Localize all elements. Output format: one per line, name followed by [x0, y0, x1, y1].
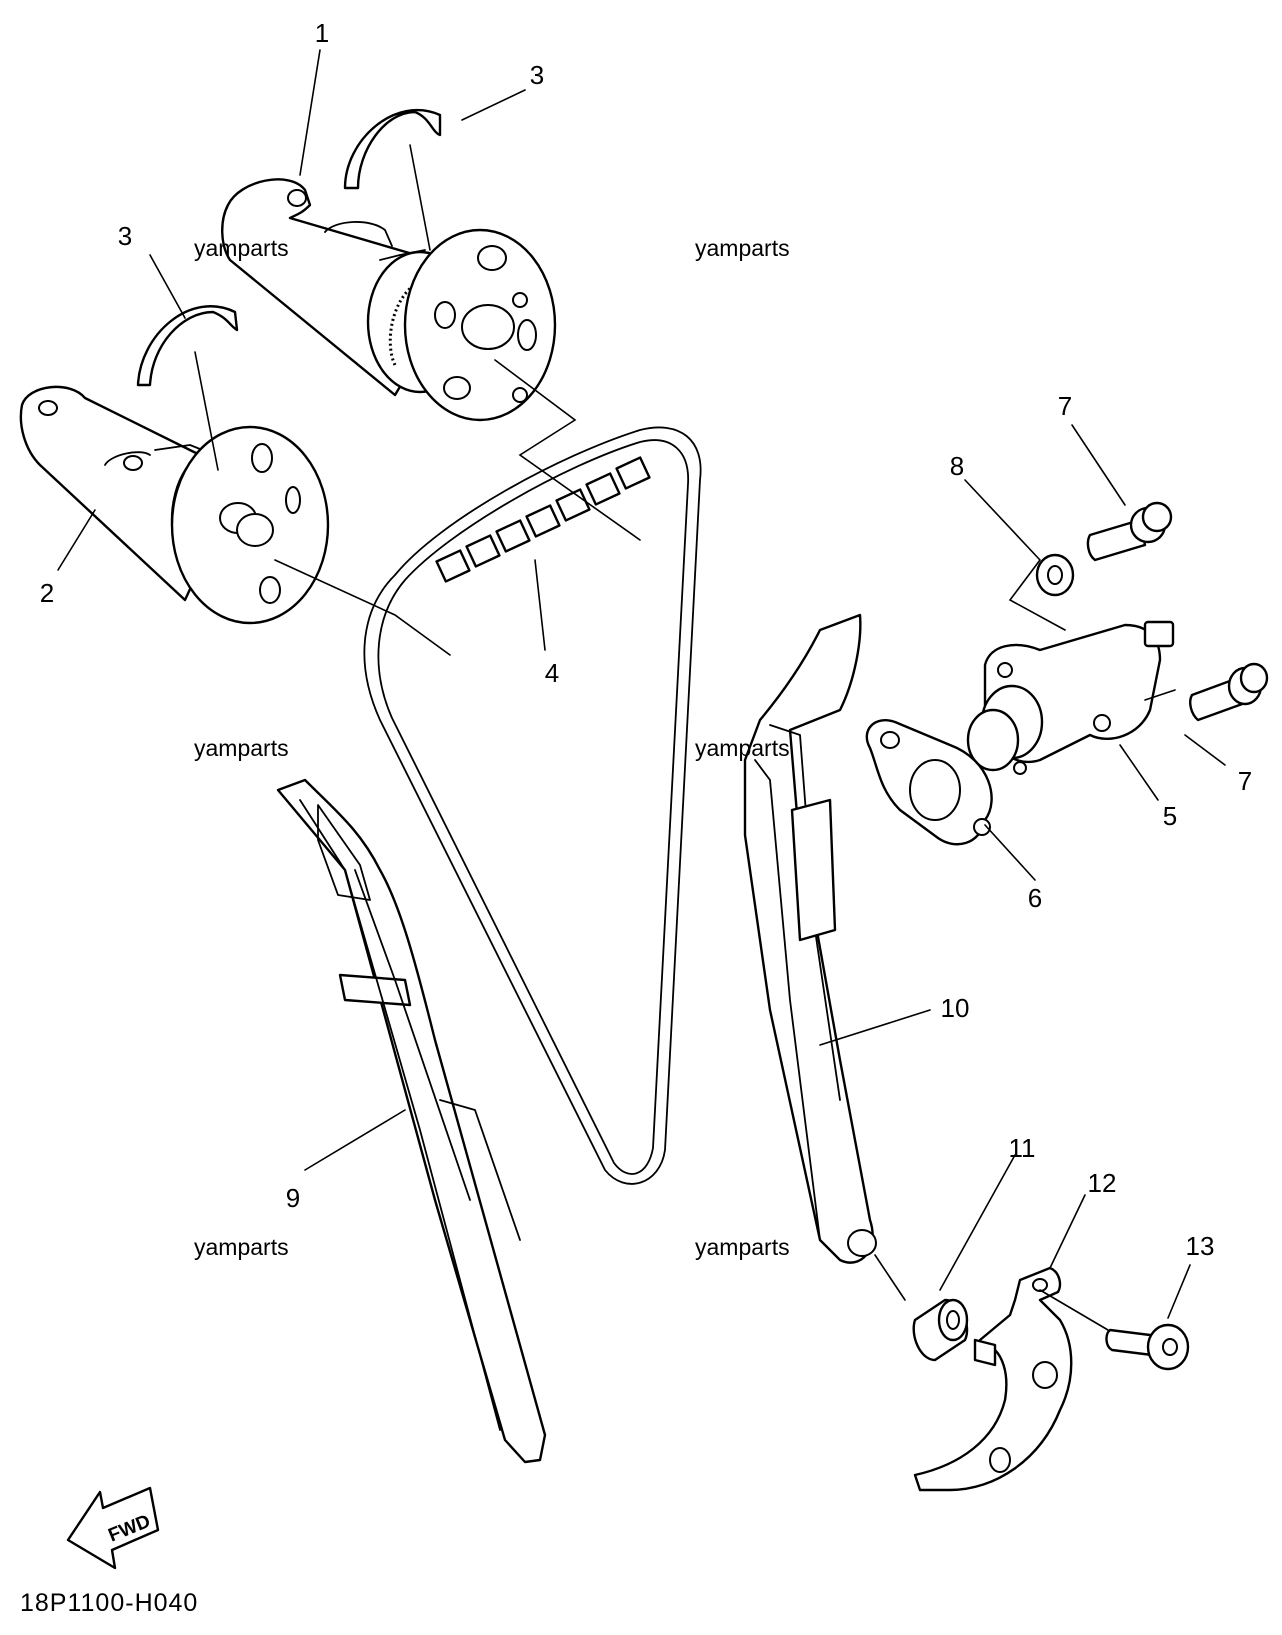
- fwd-arrow-icon: FWD: [66, 1486, 160, 1570]
- leader-lines: [57, 49, 1226, 1331]
- part-12-stopper[interactable]: [913, 1266, 1073, 1492]
- callout-7-lower[interactable]: 7: [1238, 766, 1252, 796]
- watermark-2: yamparts: [695, 235, 790, 261]
- diagram-code: 18P1100-H040: [20, 1589, 198, 1617]
- part-8-washer[interactable]: [1035, 553, 1075, 597]
- watermark-1: yamparts: [194, 235, 289, 261]
- callout-11[interactable]: 11: [1009, 1133, 1036, 1163]
- callout-5[interactable]: 5: [1163, 801, 1177, 831]
- chain-links: [435, 456, 651, 583]
- part-4-timing-chain[interactable]: [363, 426, 702, 1185]
- callout-8[interactable]: 8: [950, 451, 964, 481]
- part-6-gasket[interactable]: [865, 719, 993, 846]
- callouts: 1 3 3 2 4 7 8 7 5 6 10 9 11 12 13: [40, 18, 1252, 1261]
- part-3-clip-lower[interactable]: [136, 305, 239, 387]
- callout-6[interactable]: 6: [1028, 883, 1042, 913]
- part-9-chain-guide[interactable]: [276, 778, 547, 1464]
- watermark-6: yamparts: [695, 1234, 790, 1260]
- part-13-bolt[interactable]: [1105, 1323, 1190, 1371]
- callout-10[interactable]: 10: [941, 993, 970, 1023]
- callout-1[interactable]: 1: [315, 18, 329, 48]
- part-10-tensioner-guide[interactable]: [743, 613, 877, 1264]
- callout-3-upper[interactable]: 3: [530, 60, 544, 90]
- callout-2[interactable]: 2: [40, 578, 54, 608]
- callout-7-upper[interactable]: 7: [1058, 391, 1072, 421]
- watermark-3: yamparts: [194, 735, 289, 761]
- part-1-camshaft-upper[interactable]: [221, 178, 557, 422]
- callout-4[interactable]: 4: [545, 658, 559, 688]
- watermark-5: yamparts: [194, 1234, 289, 1260]
- part-11-collar[interactable]: [912, 1298, 969, 1362]
- part-7-bolt-upper[interactable]: [1086, 501, 1173, 562]
- part-3-clip-upper[interactable]: [343, 108, 442, 190]
- part-2-camshaft-lower[interactable]: [19, 385, 330, 625]
- part-5-tensioner[interactable]: [966, 620, 1175, 775]
- callout-12[interactable]: 12: [1088, 1168, 1117, 1198]
- callout-9[interactable]: 9: [286, 1183, 300, 1213]
- watermarks: yamparts yamparts yamparts yamparts yamp…: [194, 235, 790, 1260]
- callout-3-lower[interactable]: 3: [118, 221, 132, 251]
- watermark-4: yamparts: [695, 735, 790, 761]
- part-7-bolt-lower[interactable]: [1189, 662, 1269, 722]
- callout-13[interactable]: 13: [1186, 1231, 1215, 1261]
